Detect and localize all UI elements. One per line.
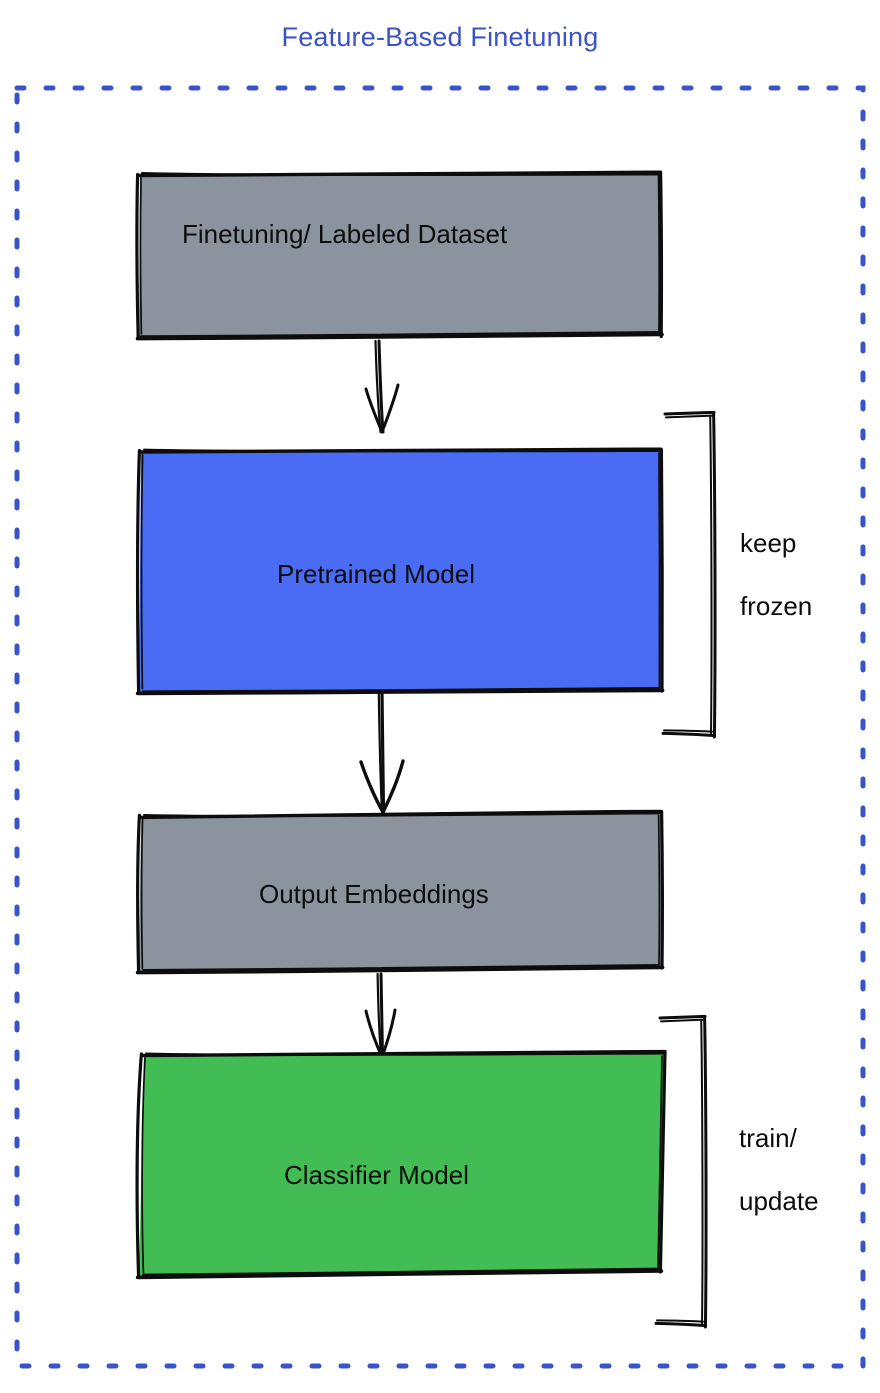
- bracket-keep-frozen: [661, 410, 717, 739]
- arrow-pretrained-model-to-output-embeddings: [359, 692, 405, 814]
- node-finetuning-labeled-dataset[interactable]: [135, 170, 664, 341]
- diagram-title: Feature-Based Finetuning: [281, 22, 599, 52]
- node-label-pretrained-model: Pretrained Model: [277, 559, 475, 589]
- node-label-classifier-model: Classifier Model: [284, 1160, 469, 1190]
- node-pretrained-model[interactable]: [135, 447, 665, 696]
- annotation-train-update: train/ update: [739, 1091, 819, 1250]
- annotation-keep-frozen-line2: frozen: [740, 591, 813, 622]
- annotation-keep-frozen: keep frozen: [740, 496, 812, 655]
- annotation-keep-frozen-line1: keep: [740, 527, 797, 558]
- node-output-embeddings[interactable]: [135, 809, 665, 975]
- node-classifier-model[interactable]: [135, 1049, 667, 1280]
- annotation-train-update-line1: train/: [739, 1122, 797, 1153]
- arrow-output-embeddings-to-classifier-model: [364, 972, 397, 1059]
- bracket-train-update: [654, 1014, 708, 1329]
- node-label-finetuning-labeled-dataset: Finetuning/ Labeled Dataset: [182, 219, 508, 249]
- node-label-output-embeddings: Output Embeddings: [259, 879, 489, 909]
- annotation-train-update-line2: update: [739, 1186, 819, 1217]
- dashed-outer-frame: [14, 85, 866, 1369]
- arrow-dataset-to-pretrained-model: [364, 339, 400, 434]
